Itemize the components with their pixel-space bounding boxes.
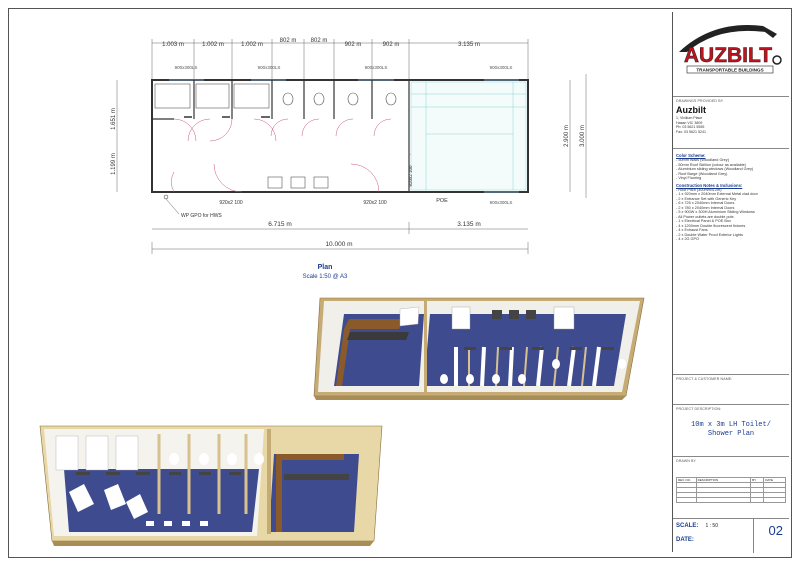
color-item: - 50mm Roof Skillion (colour as availabl… [676, 162, 747, 167]
phone: Ph: 03 5621 5555 [676, 125, 705, 130]
note-item: - 4 x 2G GPO [676, 237, 699, 241]
project-desc-label: PROJECT DESCRIPTION: [676, 407, 722, 411]
company-name: Auzbilt [676, 105, 706, 115]
project-description-section: PROJECT DESCRIPTION: 10m x 3m LH Toilet/… [673, 404, 789, 456]
drawing-area: 1.003 m 1.002 m 1.002 m 802 m 802 m 902 … [39, 38, 645, 546]
sheet-number: 02 [768, 523, 783, 538]
logo-tagline: TRANSPORTABLE BUILDINGS [696, 68, 763, 73]
dim-top-5: 802 m [311, 38, 328, 44]
customer-label: PROJECT & CUSTOMER NAME: [676, 377, 733, 381]
gpo-label: WP GPO for HWS [181, 213, 222, 219]
door-label-1: 920x2 100 [219, 200, 243, 206]
plan-title: Plan [318, 264, 333, 271]
dim-top-7: 902 m [383, 42, 400, 48]
window-label-top-4: 900x300LS [490, 65, 513, 70]
color-item: - Aluminium sliding windows (Woodland Gr… [676, 167, 754, 171]
note-item: - 4 x Exhaust Fans [676, 228, 708, 232]
title-block: AUZBILT TRANSPORTABLE BUILDINGS DRAWINGS… [672, 12, 789, 553]
scale-label: SCALE: [676, 523, 699, 529]
color-scheme-heading: Color Scheme: [676, 153, 706, 158]
notes-heading: Construction Notes & Inclusions: [676, 182, 743, 188]
address-line-2: Hasan VIC 3809 [676, 120, 703, 125]
dim-bottom-2: 3.135 m [457, 221, 481, 228]
window-label-top-3: 900x300LS [365, 65, 388, 70]
revision-table: REV. NO. DESCRIPTION BY DATE [676, 477, 786, 503]
iso-view-2 [39, 425, 383, 546]
floor-plan: 1.003 m 1.002 m 1.002 m 802 m 802 m 902 … [111, 38, 587, 280]
dim-top-6: 902 m [345, 42, 362, 48]
window-label-top-2: 900x300LS [258, 65, 281, 70]
window-label-bottom: 900x300LS [490, 200, 513, 205]
note-item: - 2 x 780 x 2040mm Internal Doors [676, 205, 735, 210]
note-item: - Roof Pitch (300mm/4.2m) [676, 187, 722, 192]
door-label-2: 920x2 100 [363, 200, 387, 206]
dim-top-1: 1.003 m [162, 42, 184, 48]
provider-section: DRAWINGS PROVIDED BY Auzbilt 1, Vivilium… [673, 96, 789, 148]
dim-right-1: 2.900 m [564, 125, 570, 147]
drawn-by-label: DRAWN BY [676, 459, 697, 463]
address-line-1: 1, Vivilium Place [676, 116, 703, 120]
logo-section: AUZBILT TRANSPORTABLE BUILDINGS [673, 12, 789, 92]
dim-top-3: 1.002 m [241, 42, 263, 48]
note-item: - 1 x Electrical Panel & POE Box [676, 219, 731, 223]
plan-scale: Scale 1:50 @ A3 [303, 274, 348, 280]
project-desc-line-2: Shower Plan [707, 430, 755, 438]
auzbilt-logo: AUZBILT TRANSPORTABLE BUILDINGS [679, 25, 782, 74]
date-label: DATE: [676, 537, 694, 543]
provider-label: DRAWINGS PROVIDED BY [676, 99, 724, 103]
note-item: - 2 x Entrance Set with Generic Key [676, 196, 737, 201]
drawn-by-section: DRAWN BY REV. NO. DESCRIPTION BY DATE [673, 456, 789, 518]
dim-top-8: 3.135 m [458, 42, 480, 48]
logo-name: AUZBILT [684, 44, 772, 67]
note-item: - 1 x 920mm x 2040mm External Metal clad… [676, 192, 758, 196]
dim-top-4: 802 m [280, 38, 297, 44]
color-item: - Vinyl Flooring [676, 176, 702, 180]
color-item: - Roof Barge (Woodland Grey) [676, 171, 728, 176]
drawing-sheet [8, 8, 792, 558]
note-item: - 4 x 1200mm Double fluorescent fixtures [676, 223, 746, 228]
dim-bottom-1: 6.715 m [268, 221, 292, 228]
note-item: - 6 x 725 x 2040mm Internal Doors [676, 201, 735, 205]
dim-left-2: 1.199 m [111, 153, 117, 175]
dim-right-2: 3.000 m [580, 125, 586, 147]
note-item: - 5 x 900W x 300H Aluminium Sliding Wind… [676, 210, 755, 214]
dim-overall: 10.000 m [325, 241, 352, 248]
door-label-3: 820x2 100 [408, 165, 413, 187]
dim-left-1: 1.651 m [111, 108, 117, 130]
scale-date-section: SCALE: 1 : 50 DATE: 02 [673, 518, 789, 553]
iso-view-1 [313, 297, 645, 400]
dim-top-2: 1.002 m [202, 42, 224, 48]
color-item: - 50mm Walls (Woodland Grey) [676, 158, 729, 162]
project-desc-line-1: 10m x 3m LH Toilet/ [691, 421, 771, 429]
poe-label: POE [436, 198, 448, 204]
fax: Fax: 03 5621 5241 [676, 129, 706, 134]
note-item: - 2 x Double Water Proof Exterior Lights [676, 232, 743, 237]
note-item: - All Power outlets are double pole. [676, 214, 735, 219]
notes-section: Color Scheme: - 50mm Walls (Woodland Gre… [673, 148, 789, 374]
scale-value: 1 : 50 [705, 523, 718, 529]
window-label-top-1: 900x300LS [175, 65, 198, 70]
customer-section: PROJECT & CUSTOMER NAME: [673, 374, 789, 404]
